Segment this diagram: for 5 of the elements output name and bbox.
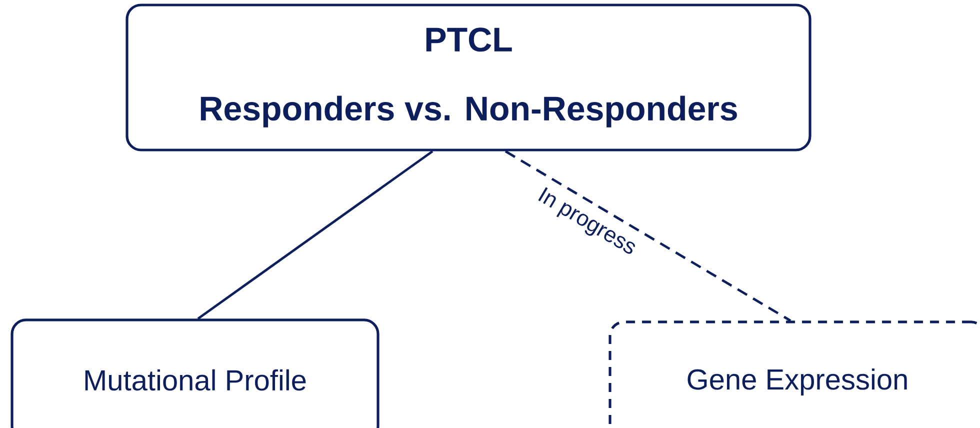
process-box: Mutational Profile xyxy=(10,318,380,428)
title-box: PTCL Responders vs. Non-Responders xyxy=(126,4,812,152)
connector-line xyxy=(504,150,792,322)
process-box: Gene Expression xyxy=(608,320,980,428)
connector-line xyxy=(197,150,434,320)
